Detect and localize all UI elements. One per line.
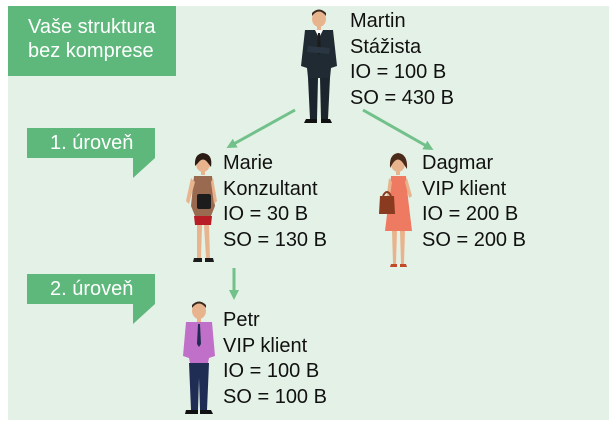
level-1-text: 1. úroveň (50, 132, 134, 154)
level-1-pointer (133, 158, 155, 178)
structure-diagram: Vaše struktura bez komprese 1. úroveň 2.… (8, 6, 609, 420)
marie-io: IO = 30 B (223, 203, 309, 225)
level-2-text: 2. úroveň (50, 278, 134, 300)
node-marie: Marie Konzultant IO = 30 B SO = 130 B (223, 151, 327, 253)
title-line-1: Vaše struktura (28, 16, 156, 38)
node-dagmar: Dagmar VIP klient IO = 200 B SO = 200 B (422, 151, 526, 253)
dagmar-role: VIP klient (422, 177, 507, 200)
diagram-title-box: Vaše struktura bez komprese (8, 6, 176, 76)
marie-so: SO = 130 B (223, 228, 327, 251)
woman-vip-client-icon (379, 153, 412, 267)
martin-io: IO = 100 B (350, 61, 447, 83)
diagram-graphics (183, 9, 434, 414)
businessman-icon (301, 9, 337, 123)
dagmar-name: Dagmar (422, 152, 494, 174)
petr-name: Petr (223, 309, 260, 331)
martin-name: Martin (350, 10, 406, 32)
level-1-label: 1. úroveň (27, 128, 155, 158)
node-petr: Petr VIP klient IO = 100 B SO = 100 B (223, 308, 327, 410)
arrow-martin-to-dagmar (362, 108, 434, 150)
marie-name: Marie (223, 152, 274, 174)
man-vip-client-icon (183, 301, 215, 414)
marie-role: Konzultant (223, 177, 318, 200)
level-2-pointer (133, 304, 155, 324)
petr-role: VIP klient (223, 334, 308, 357)
title-line-2: bez komprese (28, 40, 154, 62)
dagmar-io: IO = 200 B (422, 203, 519, 225)
petr-io: IO = 100 B (223, 360, 320, 382)
petr-so: SO = 100 B (223, 385, 327, 408)
arrow-martin-to-marie (226, 108, 296, 148)
node-martin: Martin Stážista IO = 100 B SO = 430 B (350, 9, 454, 111)
martin-so: SO = 430 B (350, 86, 454, 109)
dagmar-so: SO = 200 B (422, 228, 526, 251)
level-2-label: 2. úroveň (27, 274, 155, 304)
woman-with-handbag-icon (186, 153, 217, 262)
martin-role: Stážista (350, 35, 422, 58)
